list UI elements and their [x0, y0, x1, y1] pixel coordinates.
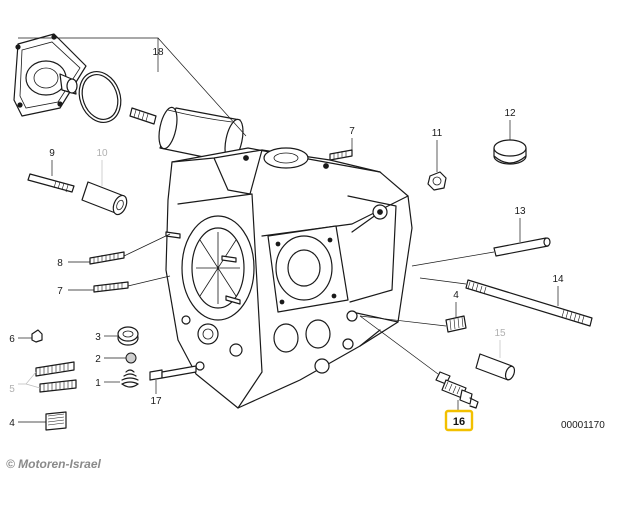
- callout-label-10[interactable]: 10: [96, 148, 108, 159]
- sender-16[interactable]: [435, 371, 479, 409]
- nut-11[interactable]: [427, 171, 447, 191]
- reference-number: 00001170: [561, 420, 605, 431]
- callout-label-3[interactable]: 3: [95, 332, 101, 343]
- stud-4-left[interactable]: [45, 411, 67, 431]
- selected-label-text: 16: [453, 416, 465, 428]
- callout-label-15[interactable]: 15: [494, 328, 506, 339]
- callout-label-4[interactable]: 4: [9, 418, 15, 429]
- callout-label-18[interactable]: 18: [152, 47, 164, 58]
- stud-7-left[interactable]: [93, 281, 129, 293]
- callout-label-1[interactable]: 1: [95, 378, 101, 389]
- pin-15[interactable]: [475, 353, 516, 381]
- callout-label-2[interactable]: 2: [95, 354, 101, 365]
- spring-1[interactable]: [121, 369, 139, 388]
- callout-label-11[interactable]: 11: [432, 128, 443, 139]
- washer-3[interactable]: [117, 326, 139, 346]
- copyright-watermark: © Motoren-Israel: [6, 457, 101, 471]
- callout-label-13[interactable]: 13: [514, 206, 526, 217]
- callout-label-5[interactable]: 5: [9, 384, 15, 395]
- bushing-10[interactable]: [81, 181, 129, 217]
- callout-label-6[interactable]: 6: [9, 334, 15, 345]
- callout-label-12[interactable]: 12: [504, 108, 516, 119]
- callout-label-14[interactable]: 14: [552, 274, 564, 285]
- selected-callout-16[interactable]: 16: [444, 409, 474, 432]
- plug-12[interactable]: [493, 139, 527, 165]
- cover-assembly[interactable]: [13, 33, 87, 117]
- stud-8[interactable]: [89, 251, 125, 265]
- stud-6[interactable]: [31, 329, 43, 343]
- callout-label-4[interactable]: 4: [453, 290, 459, 301]
- studs-5[interactable]: [35, 361, 77, 393]
- stud-18[interactable]: [129, 107, 157, 125]
- callout-label-17[interactable]: 17: [150, 396, 162, 407]
- pin-17[interactable]: [149, 365, 197, 381]
- stud-7-top[interactable]: [329, 149, 353, 161]
- engine-block[interactable]: [165, 147, 413, 409]
- callout-label-9[interactable]: 9: [49, 148, 55, 159]
- callout-label-7[interactable]: 7: [57, 286, 63, 297]
- ball-2[interactable]: [125, 352, 137, 364]
- stud-4-right[interactable]: [445, 315, 467, 333]
- o-ring[interactable]: [72, 66, 127, 129]
- pin-13[interactable]: [493, 237, 551, 257]
- callout-label-8[interactable]: 8: [57, 258, 63, 269]
- callout-label-7[interactable]: 7: [349, 126, 355, 137]
- long-stud-14[interactable]: [465, 279, 593, 327]
- pin-9[interactable]: [27, 173, 75, 193]
